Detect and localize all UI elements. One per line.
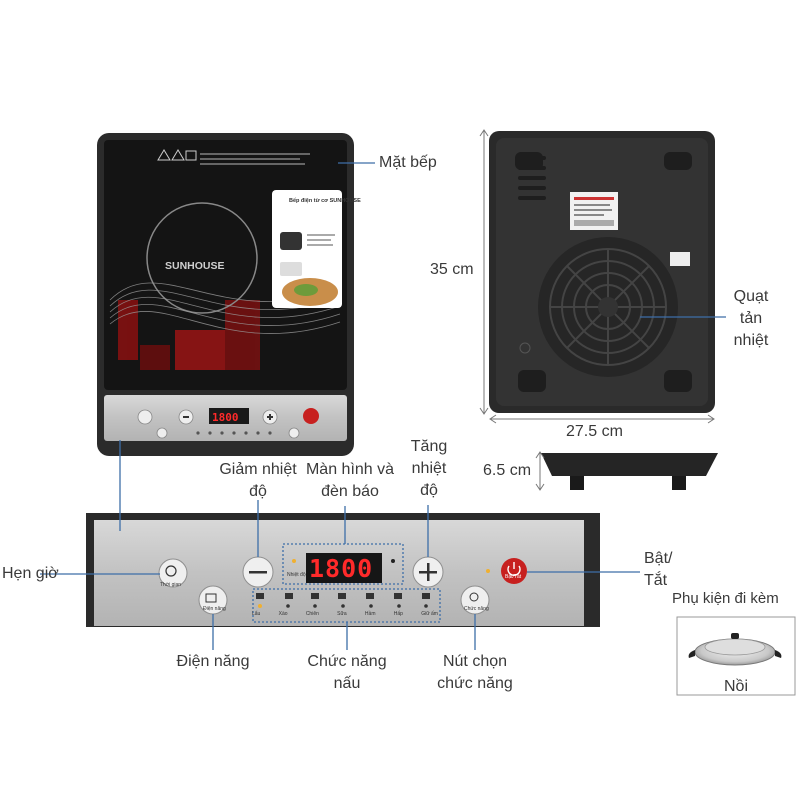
- label-hen-gio: Hẹn giờ: [2, 565, 59, 582]
- pot-icon: [688, 633, 782, 666]
- enlarged-control-panel: [86, 513, 600, 627]
- label-chuc-nang-nau: Chức năng nấu: [307, 653, 387, 692]
- brand-logo-top: SUNHOUSE: [165, 260, 225, 272]
- cooling-fan-icon: [538, 237, 678, 377]
- dimension-lines: [479, 129, 715, 491]
- label-noi: Nồi: [723, 678, 748, 695]
- power-button[interactable]: [501, 558, 527, 584]
- burner-ring: [146, 202, 258, 314]
- cooktop-top-view: Bếp điện từ cơ SUNHOUSE SUNHOUSE 1800: [97, 133, 361, 456]
- label-depth-65cm: 6.5 cm: [483, 462, 532, 479]
- power-button-label: Bật/Tắt: [505, 574, 522, 580]
- clock-icon: [165, 565, 177, 577]
- callout-lines: [40, 162, 726, 650]
- label-quat-tan-nhiet: Quạt tản nhiệt: [733, 288, 769, 349]
- mode-icons: [256, 593, 430, 599]
- main-display: [306, 553, 382, 583]
- label-phu-kien: Phụ kiện đi kèm: [672, 590, 779, 607]
- label-tang-nhiet-do: Tăng nhiệt độ: [410, 438, 448, 499]
- energy-button-label: Điện năng: [203, 606, 226, 612]
- small-control-panel: [104, 395, 347, 441]
- mode-chien: Chiên: [305, 611, 319, 617]
- minus-icon: [249, 571, 267, 574]
- temp-indicator-label: Nhiệt độ: [287, 572, 306, 578]
- box-title: Bếp điện từ cơ SUNHOUSE: [289, 197, 361, 204]
- warning-icons: [157, 149, 310, 165]
- mode-xao: Xào: [278, 611, 288, 617]
- hand-icon: [469, 592, 479, 602]
- label-nut-chon: Nút chọn chức năng: [437, 653, 513, 692]
- mode-leds: [286, 604, 428, 608]
- mode-sua: Sữa: [337, 611, 347, 617]
- cooktop-bottom-view: [489, 131, 715, 413]
- label-man-hinh: Màn hình và đèn báo: [305, 461, 395, 500]
- power-level-icon: [205, 593, 217, 603]
- cooktop-side-view: [541, 453, 718, 490]
- mode-lau: Lẩu: [252, 611, 261, 617]
- product-box-insert: [272, 190, 342, 308]
- timer-button-label: Thời gian: [160, 582, 182, 588]
- label-giam-nhiet-do: Giảm nhiệt độ: [219, 461, 297, 500]
- label-width-275cm: 27.5 cm: [566, 423, 623, 440]
- main-display-digits: 1800: [309, 554, 374, 583]
- label-dien-nang: Điện năng: [176, 653, 250, 670]
- label-bat-tat: Bật/ Tắt: [644, 550, 673, 589]
- mode-labels: Lẩu Xào Chiên Sữa Hầm Hấp Giữ ấm: [252, 611, 438, 617]
- mode-giu-am: Giữ ấm: [421, 611, 438, 617]
- mode-ham: Hầm: [364, 611, 376, 617]
- timer-button[interactable]: [158, 558, 188, 588]
- mode-button-label: Chức năng: [464, 606, 489, 612]
- label-mat-bep: Mặt bếp: [379, 154, 437, 171]
- label-height-35cm: 35 cm: [430, 261, 474, 278]
- mode-hap: Hấp: [393, 611, 403, 617]
- heat-glow: [118, 300, 260, 370]
- power-icon: [507, 565, 521, 576]
- small-display: 1800: [212, 411, 239, 424]
